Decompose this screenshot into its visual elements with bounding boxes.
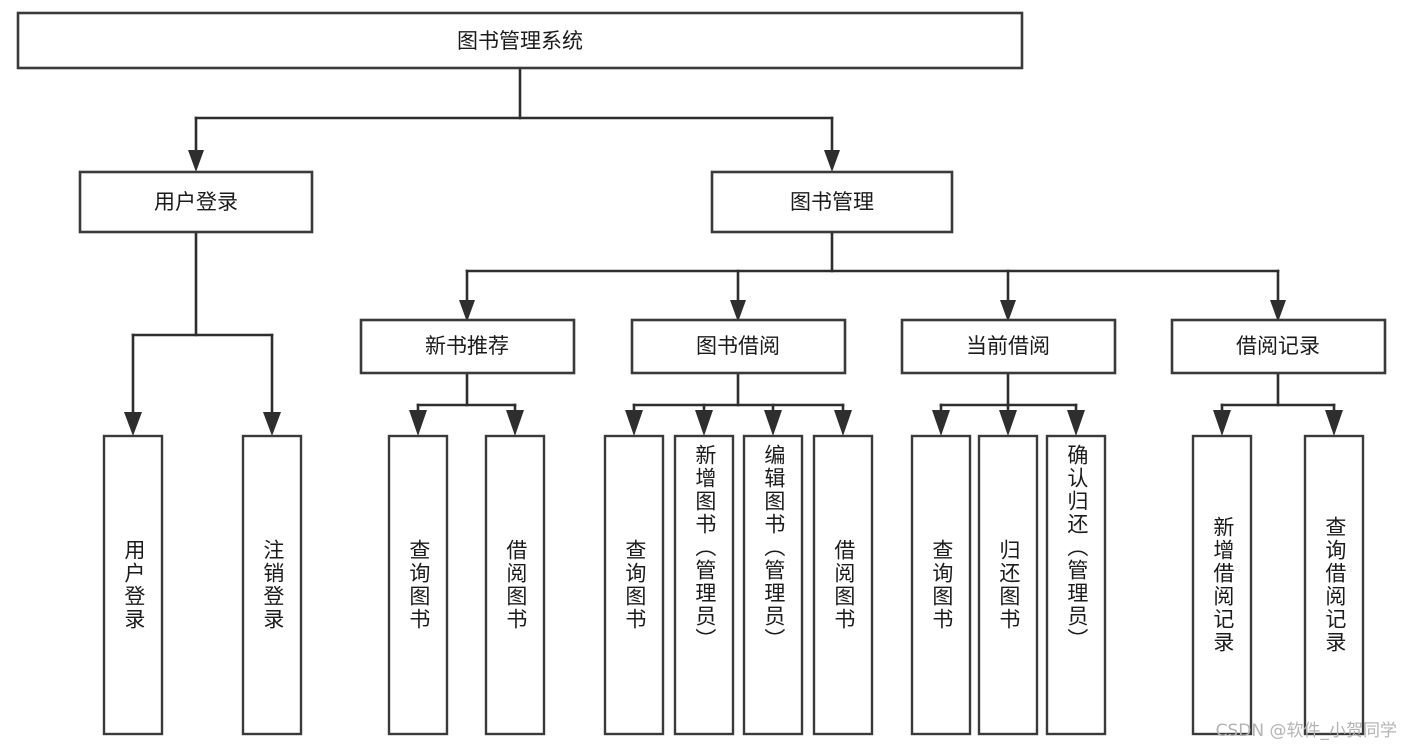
arrow-to-current-borrow xyxy=(1000,300,1016,322)
arrow-leaf-query-record xyxy=(1325,410,1343,436)
node-leaf-query-book-3-box[interactable] xyxy=(910,434,972,736)
watermark-text: CSDN @软件_小贺同学 xyxy=(1215,721,1397,741)
node-leaf-query-book-1-box[interactable] xyxy=(387,434,449,736)
node-borrow-record-box[interactable] xyxy=(1170,318,1387,375)
node-borrow-record-label: 借阅记录 xyxy=(1236,334,1320,358)
node-new-book-rec-label: 新书推荐 xyxy=(425,334,509,358)
arrow-to-book-borrow xyxy=(730,300,746,322)
arrow-leaf-borrow-book-2 xyxy=(834,410,852,436)
node-leaf-add-book-box[interactable] xyxy=(673,434,735,736)
arrow-leaf-user-login xyxy=(124,412,142,436)
node-leaf-add-record-box[interactable] xyxy=(1191,434,1253,736)
arrow-leaf-borrow-book-1 xyxy=(506,410,524,436)
arrow-to-new-book-rec xyxy=(459,300,475,322)
arrow-leaf-query-book-3 xyxy=(932,410,950,436)
node-leaf-user-login-box[interactable] xyxy=(102,434,164,736)
node-book-borrow-box[interactable] xyxy=(630,318,847,375)
node-user-login-box[interactable] xyxy=(78,170,314,234)
node-current-borrow-box[interactable] xyxy=(900,318,1117,375)
node-user-login-label: 用户登录 xyxy=(154,190,238,214)
node-current-borrow-label: 当前借阅 xyxy=(966,334,1050,358)
arrow-leaf-edit-book xyxy=(764,410,782,436)
arrow-leaf-query-book-1 xyxy=(409,410,427,436)
node-leaf-edit-book-box[interactable] xyxy=(742,434,804,736)
connector-layer xyxy=(124,66,1343,436)
node-book-manage-box[interactable] xyxy=(710,170,954,234)
node-root-box[interactable] xyxy=(16,11,1024,70)
arrow-leaf-add-record xyxy=(1213,410,1231,436)
node-leaf-query-book-2-box[interactable] xyxy=(603,434,665,736)
node-book-borrow-label: 图书借阅 xyxy=(696,334,780,358)
node-leaf-user-logout-box[interactable] xyxy=(241,434,303,736)
node-leaf-borrow-book-2-box[interactable] xyxy=(812,434,874,736)
node-layer: 图书管理系统 用户登录 图书管理 新书推荐 图书借阅 当前借阅 借阅记录 xyxy=(16,11,1387,736)
arrow-to-user-login xyxy=(188,150,204,172)
node-leaf-confirm-return-box[interactable] xyxy=(1045,434,1107,736)
node-new-book-rec-box[interactable] xyxy=(359,318,576,375)
arrow-to-book-manage xyxy=(824,150,840,172)
node-book-manage-label: 图书管理 xyxy=(790,190,874,214)
arrow-leaf-add-book xyxy=(695,410,713,436)
node-leaf-borrow-book-1-box[interactable] xyxy=(484,434,546,736)
arrow-to-borrow-record xyxy=(1270,300,1286,322)
arrow-leaf-query-book-2 xyxy=(625,410,643,436)
node-leaf-query-record-box[interactable] xyxy=(1303,434,1365,736)
arrow-leaf-confirm-return xyxy=(1067,410,1085,436)
node-root-label: 图书管理系统 xyxy=(457,29,583,53)
node-leaf-return-book-box[interactable] xyxy=(977,434,1039,736)
arrow-leaf-user-logout xyxy=(263,412,281,436)
arrow-leaf-return-book xyxy=(999,410,1017,436)
